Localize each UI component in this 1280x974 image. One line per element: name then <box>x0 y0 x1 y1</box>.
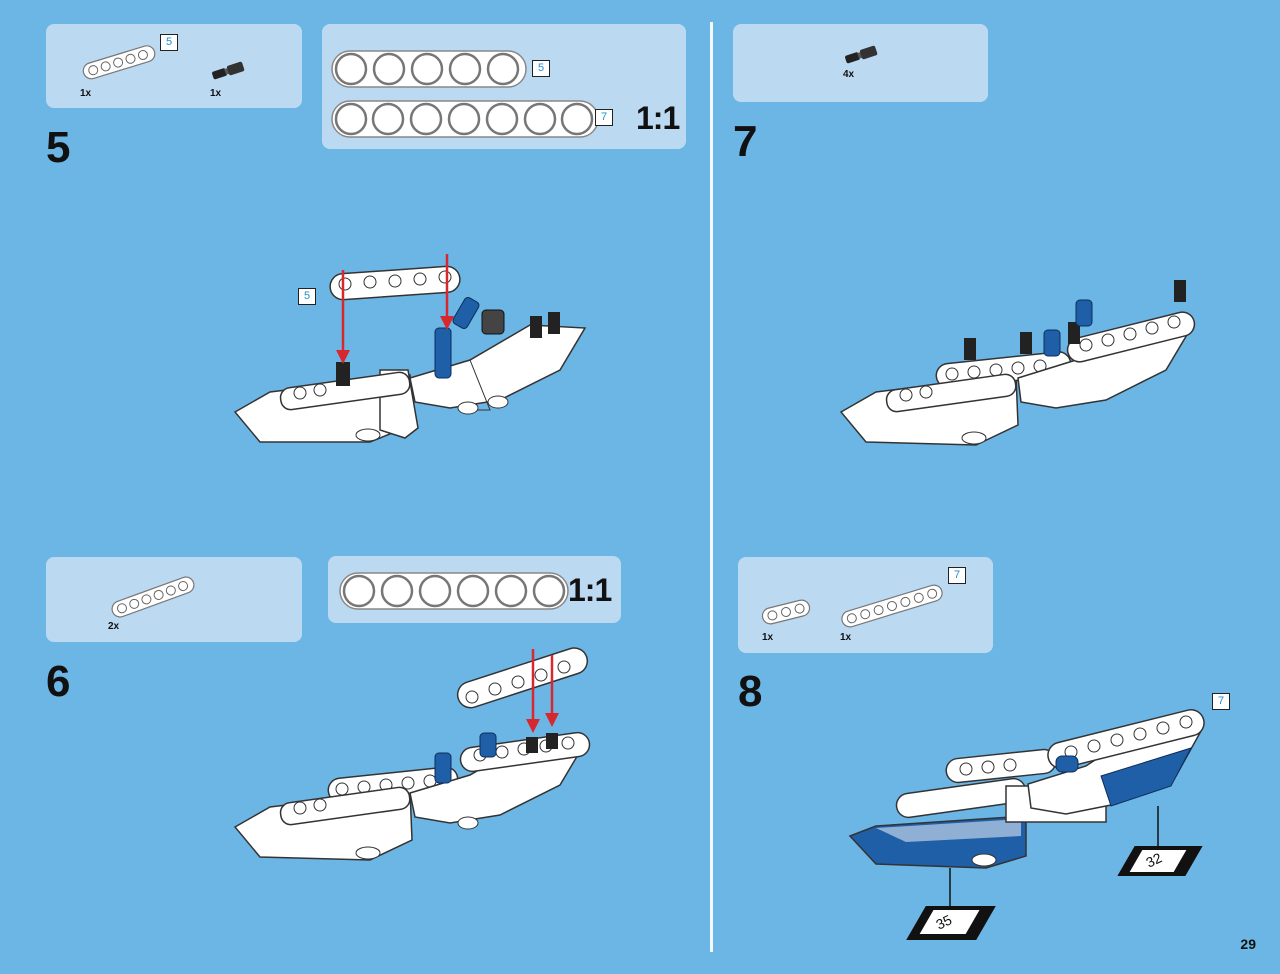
callout-length-box: 7 <box>1212 693 1230 710</box>
step6-scale-reference: 1:1 <box>328 556 621 623</box>
step6-model-illustration <box>233 647 591 861</box>
axle-pin-icon <box>845 45 878 64</box>
part-qty: 1x <box>840 632 852 643</box>
step5-scale-reference: 5 7 1:1 <box>322 24 686 149</box>
scale-length-box-5: 5 <box>532 60 550 77</box>
page-number: 29 <box>1240 936 1256 952</box>
beam-3-icon <box>761 599 811 625</box>
axle-pin-icon <box>212 61 245 80</box>
beam-5-scale <box>331 50 527 88</box>
step-number-8: 8 <box>738 667 763 716</box>
step5-model-illustration <box>233 254 587 443</box>
step-number-6: 6 <box>46 657 71 706</box>
scale-length-box-7: 7 <box>595 109 613 126</box>
step6-parts-list: 2x <box>46 557 302 642</box>
beam-7-icon <box>841 584 943 628</box>
part-qty: 1x <box>210 88 222 99</box>
step5-parts-list: 5 1x 1x <box>46 24 302 108</box>
part-length-box: 7 <box>948 567 966 584</box>
beam-6-icon <box>111 576 195 618</box>
beam-5-icon <box>82 45 156 80</box>
beam-7-scale <box>331 100 599 138</box>
step8-parts-list: 1x 7 1x <box>738 557 993 653</box>
part-qty: 1x <box>80 88 92 99</box>
scale-label: 1:1 <box>568 572 612 608</box>
step8-model-illustration <box>848 709 1205 906</box>
step-number-5: 5 <box>46 123 71 172</box>
part-length-box: 5 <box>160 34 178 51</box>
page-divider <box>710 22 713 952</box>
step7-parts-list: 4x <box>733 24 988 102</box>
part-qty: 4x <box>843 69 855 80</box>
step-number-7: 7 <box>733 117 758 166</box>
callout-length-box: 5 <box>298 288 316 305</box>
part-qty: 2x <box>108 621 120 632</box>
step7-model-illustration <box>839 280 1196 446</box>
scale-label: 1:1 <box>636 100 680 136</box>
beam-6-scale <box>339 572 569 610</box>
part-qty: 1x <box>762 632 774 643</box>
